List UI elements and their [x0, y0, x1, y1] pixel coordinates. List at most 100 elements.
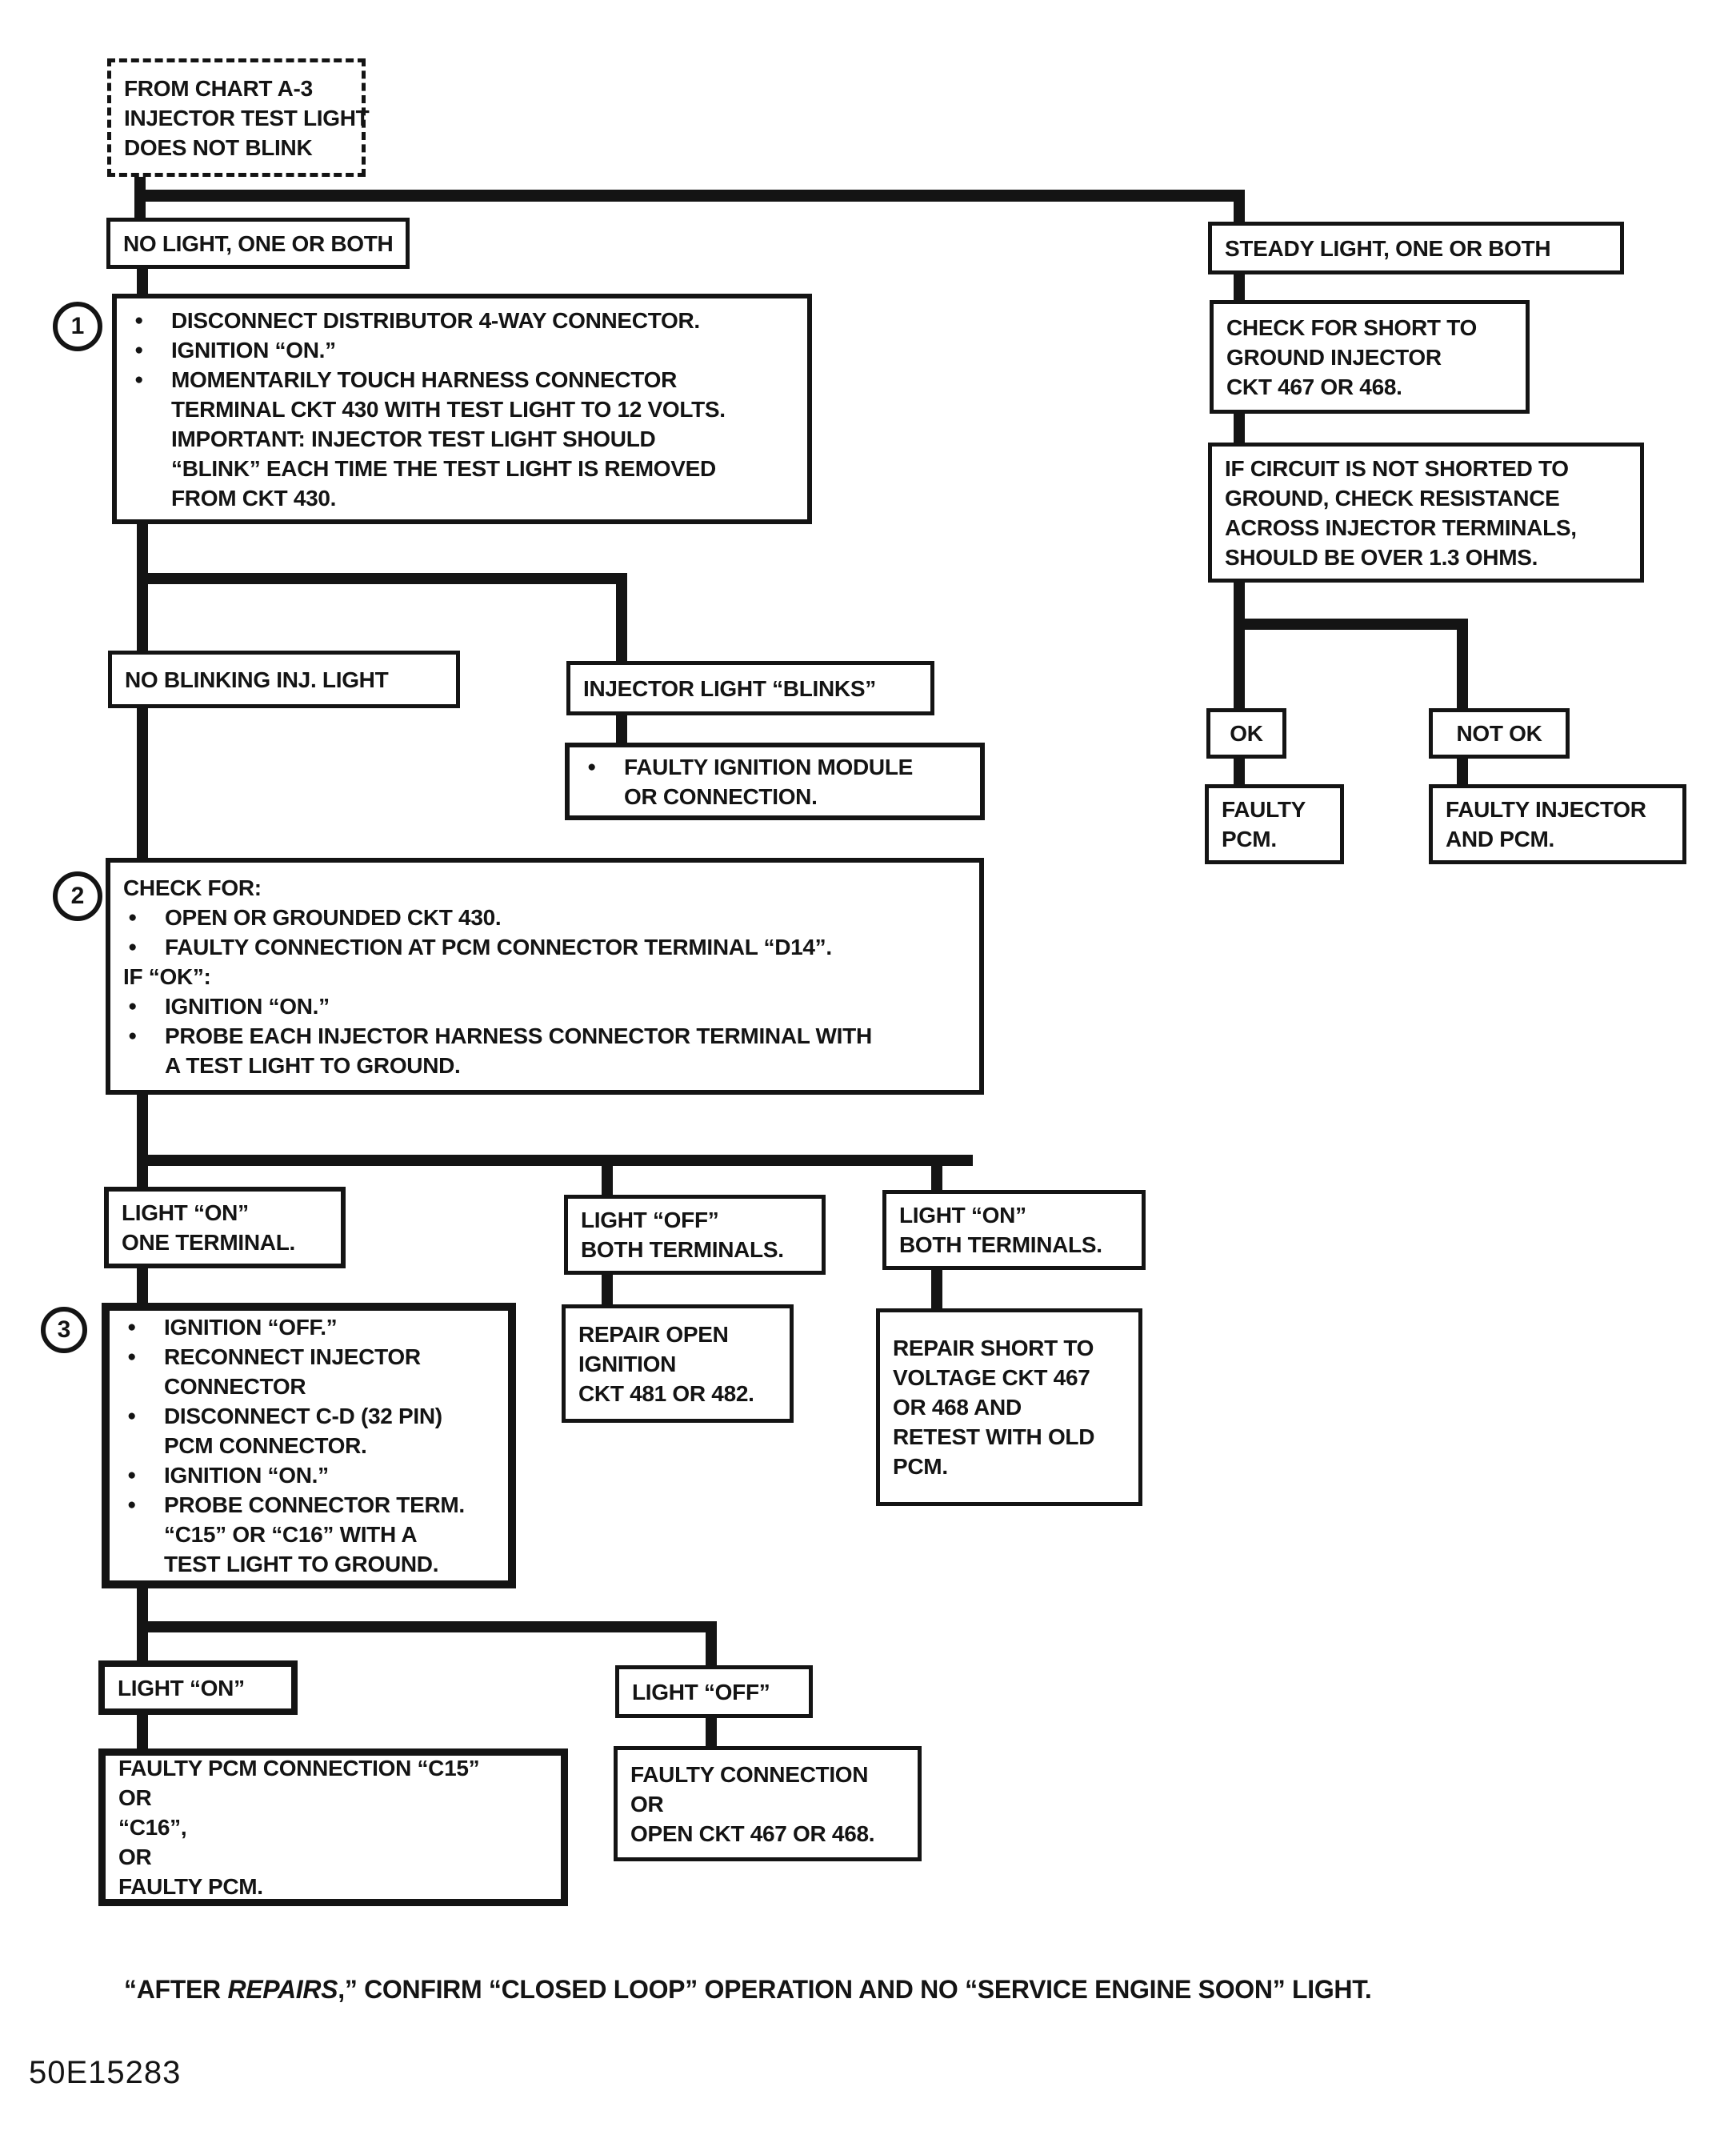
node-text: ONE TERMINAL.: [122, 1230, 295, 1255]
flow-connector: [931, 1268, 942, 1312]
node-text: IGNITION “ON.”: [165, 993, 330, 1019]
node-injector-light-blinks: INJECTOR LIGHT “BLINKS”: [566, 661, 934, 715]
node-line: CKT 481 OR 482.: [578, 1379, 778, 1408]
flow-connector: [1234, 272, 1245, 306]
node-line: NO LIGHT, ONE OR BOTH: [123, 229, 394, 258]
flow-connector: [137, 707, 148, 863]
node-line: IF “OK”:: [123, 962, 968, 991]
node-line: ●IGNITION “ON.”: [130, 335, 796, 365]
node-light-on-one-terminal: LIGHT “ON” ONE TERMINAL.: [104, 1187, 346, 1268]
node-line: TEST LIGHT TO GROUND.: [122, 1549, 497, 1579]
node-text: DISCONNECT C-D (32 PIN): [164, 1404, 442, 1428]
node-text: CONNECTOR: [164, 1374, 306, 1399]
node-line: OR: [118, 1783, 550, 1813]
node-line: ●FAULTY CONNECTION AT PCM CONNECTOR TERM…: [123, 932, 968, 962]
flow-connector: [1234, 580, 1245, 713]
node-line: OR 468 AND: [893, 1392, 1127, 1422]
node-line: “BLINK” EACH TIME THE TEST LIGHT IS REMO…: [130, 454, 796, 483]
flow-connector: [134, 190, 1245, 202]
node-line: ●IGNITION “ON.”: [123, 991, 968, 1021]
bullet-icon: ●: [134, 311, 144, 329]
node-line: TERMINAL CKT 430 WITH TEST LIGHT TO 12 V…: [130, 395, 796, 424]
node-text: IGNITION “OFF.”: [164, 1315, 338, 1340]
node-text: OPEN CKT 467 OR 468.: [630, 1821, 875, 1846]
flow-connector: [1234, 202, 1245, 227]
node-line: OPEN CKT 467 OR 468.: [630, 1819, 906, 1849]
node-text: LIGHT “OFF”: [632, 1679, 770, 1704]
node-step-3-actions: ● IGNITION “OFF.” ● RECONNECT INJECTOR CONNE…: [102, 1303, 516, 1588]
flow-connector: [137, 1093, 148, 1191]
node-line: BOTH TERMINALS.: [899, 1230, 1130, 1260]
node-text: INJECTOR LIGHT “BLINKS”: [583, 675, 876, 701]
node-text: OPEN OR GROUNDED CKT 430.: [165, 904, 502, 930]
node-line: ● PROBE CONNECTOR TERM.: [122, 1490, 497, 1520]
node-text: AND PCM.: [1446, 827, 1555, 851]
node-line: ACROSS INJECTOR TERMINALS,: [1225, 513, 1629, 543]
node-line: REPAIR SHORT TO: [893, 1333, 1127, 1363]
footer-note-prefix: “AFTER: [124, 1975, 228, 2004]
node-line: SHOULD BE OVER 1.3 OHMS.: [1225, 543, 1629, 572]
bullet-icon: ●: [127, 1348, 137, 1365]
step-circle-label: 3: [57, 1316, 71, 1343]
node-text: NO BLINKING INJ. LIGHT: [125, 667, 389, 692]
flow-connector: [137, 1155, 973, 1166]
node-line: OR: [118, 1842, 550, 1872]
node-line: OR: [630, 1789, 906, 1819]
node-light-off-result: LIGHT “OFF”: [615, 1665, 813, 1718]
node-line: VOLTAGE CKT 467: [893, 1363, 1127, 1392]
node-step-2-check-for: CHECK FOR:●OPEN OR GROUNDED CKT 430.●FAU…: [106, 858, 984, 1095]
node-line: A TEST LIGHT TO GROUND.: [123, 1051, 968, 1080]
bullet-icon: ●: [127, 1319, 137, 1336]
node-text: BOTH TERMINALS.: [899, 1232, 1102, 1257]
node-line: STEADY LIGHT, ONE OR BOTH: [1225, 234, 1609, 263]
node-text: DISCONNECT DISTRIBUTOR 4-WAY CONNECTOR.: [171, 307, 700, 333]
node-text: “BLINK” EACH TIME THE TEST LIGHT IS REMO…: [171, 455, 716, 481]
node-line: PCM CONNECTOR.: [122, 1431, 497, 1460]
node-text: MOMENTARILY TOUCH HARNESS CONNECTOR: [171, 367, 677, 392]
flow-connector: [1457, 619, 1468, 713]
flow-connector: [602, 1273, 613, 1308]
node-line: ●MOMENTARILY TOUCH HARNESS CONNECTOR: [130, 365, 796, 395]
node-line: PCM.: [1222, 824, 1329, 854]
bullet-icon: ●: [127, 1408, 137, 1424]
flow-connector: [1234, 411, 1245, 447]
node-text: CKT 467 OR 468.: [1226, 374, 1402, 399]
node-line: ● DISCONNECT DISTRIBUTOR 4-WAY CONNECTOR.: [130, 306, 796, 335]
bullet-icon: ●: [127, 1496, 137, 1513]
node-line: CKT 467 OR 468.: [1226, 372, 1514, 402]
flow-connector: [137, 1713, 148, 1753]
node-text: FAULTY: [1222, 797, 1306, 822]
node-not-ok: NOT OK: [1429, 708, 1570, 759]
node-text: NO LIGHT, ONE OR BOTH: [123, 230, 394, 256]
flow-connector: [137, 268, 148, 298]
node-text: DOES NOT BLINK: [124, 134, 313, 160]
node-line: AND PCM.: [1446, 824, 1671, 854]
node-no-blinking-inj-light: NO BLINKING INJ. LIGHT: [108, 651, 460, 708]
node-line: DOES NOT BLINK: [124, 133, 350, 162]
node-text: IGNITION “ON.”: [171, 337, 336, 363]
node-text: TERMINAL CKT 430 WITH TEST LIGHT TO 12 V…: [171, 396, 726, 422]
flow-connector: [1234, 619, 1468, 630]
node-text: INJECTOR TEST LIGHT: [124, 105, 370, 130]
node-line: “C16”,: [118, 1813, 550, 1842]
node-line: FAULTY: [1222, 795, 1329, 824]
node-text: “C16”,: [118, 1815, 187, 1840]
flow-connector: [616, 712, 627, 747]
node-text: OR CONNECTION.: [624, 783, 818, 809]
node-text: CKT 481 OR 482.: [578, 1380, 754, 1406]
node-line: “C15” OR “C16” WITH A: [122, 1520, 497, 1549]
node-ok: OK: [1206, 708, 1286, 759]
node-text: IF CIRCUIT IS NOT SHORTED TO: [1225, 455, 1569, 481]
node-text: RECONNECT INJECTOR: [164, 1344, 421, 1369]
node-no-light-one-or-both: NO LIGHT, ONE OR BOTH: [106, 218, 410, 269]
node-text: PROBE CONNECTOR TERM.: [164, 1492, 465, 1517]
node-text: IGNITION “ON.”: [164, 1463, 329, 1488]
node-line: PCM.: [893, 1452, 1127, 1481]
node-text: STEADY LIGHT, ONE OR BOTH: [1225, 235, 1551, 261]
node-text: “C15” OR “C16” WITH A: [164, 1522, 418, 1547]
bullet-icon: ●: [128, 908, 138, 926]
node-line: IGNITION: [578, 1349, 778, 1379]
node-text: LIGHT “ON”: [122, 1200, 249, 1225]
